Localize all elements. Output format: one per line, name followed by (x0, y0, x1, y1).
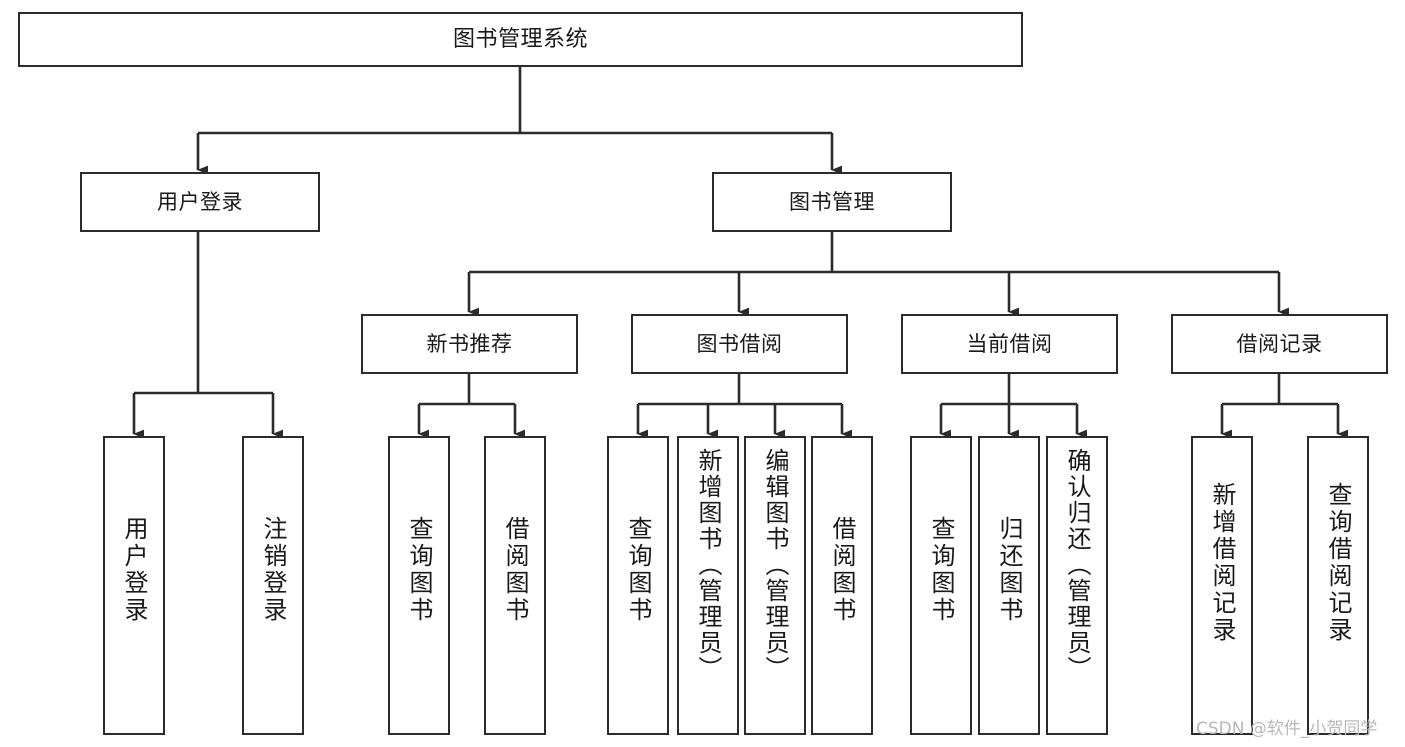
node-label: 借阅图书 (828, 516, 856, 624)
node-borrow-record[interactable]: 借阅记录 (1171, 314, 1388, 374)
node-label: 编辑图书（管理员） (761, 448, 789, 682)
node-leaf-user-login[interactable]: 用户登录 (103, 436, 165, 735)
node-leaf-query-record[interactable]: 查询借阅记录 (1307, 436, 1369, 735)
node-user-login[interactable]: 用户登录 (80, 172, 320, 232)
node-label: 用户登录 (157, 189, 243, 214)
node-label: 查询图书 (405, 516, 433, 624)
node-label: 查询借阅记录 (1324, 482, 1352, 644)
node-label: 归还图书 (995, 516, 1023, 624)
node-label: 确认归还（管理员） (1063, 448, 1091, 682)
csdn-watermark: CSDN @软件_小贺同学 (1196, 719, 1378, 739)
node-label: 查询图书 (927, 516, 955, 624)
node-label: 图书管理 (789, 189, 875, 214)
node-label: 新增借阅记录 (1208, 482, 1236, 644)
node-label: 图书借阅 (696, 331, 783, 356)
node-label: 借阅图书 (501, 516, 529, 624)
node-label: 新增图书（管理员） (694, 448, 722, 682)
node-leaf-borrow-book-2[interactable]: 借阅图书 (811, 436, 873, 735)
node-current-borrow[interactable]: 当前借阅 (901, 314, 1118, 374)
node-leaf-add-book[interactable]: 新增图书（管理员） (677, 436, 739, 735)
node-label: 查询图书 (624, 516, 652, 624)
node-leaf-query-book-1[interactable]: 查询图书 (388, 436, 450, 735)
node-leaf-return-book[interactable]: 归还图书 (978, 436, 1040, 735)
node-label: 借阅记录 (1236, 331, 1323, 356)
node-leaf-query-book-2[interactable]: 查询图书 (607, 436, 669, 735)
node-leaf-edit-book[interactable]: 编辑图书（管理员） (744, 436, 806, 735)
node-book-borrow[interactable]: 图书借阅 (631, 314, 848, 374)
node-label: 图书管理系统 (452, 26, 588, 52)
node-label: 当前借阅 (966, 331, 1053, 356)
node-root-system[interactable]: 图书管理系统 (18, 12, 1023, 67)
node-label: 用户登录 (120, 516, 148, 624)
node-label: 新书推荐 (426, 331, 513, 356)
node-leaf-logout-login[interactable]: 注销登录 (242, 436, 304, 735)
node-leaf-confirm-return[interactable]: 确认归还（管理员） (1046, 436, 1108, 735)
node-label: 注销登录 (259, 516, 287, 624)
node-book-management[interactable]: 图书管理 (712, 172, 952, 232)
node-leaf-add-record[interactable]: 新增借阅记录 (1191, 436, 1253, 735)
node-leaf-borrow-book-1[interactable]: 借阅图书 (484, 436, 546, 735)
node-leaf-query-book-3[interactable]: 查询图书 (910, 436, 972, 735)
node-new-book-recommend[interactable]: 新书推荐 (361, 314, 578, 374)
